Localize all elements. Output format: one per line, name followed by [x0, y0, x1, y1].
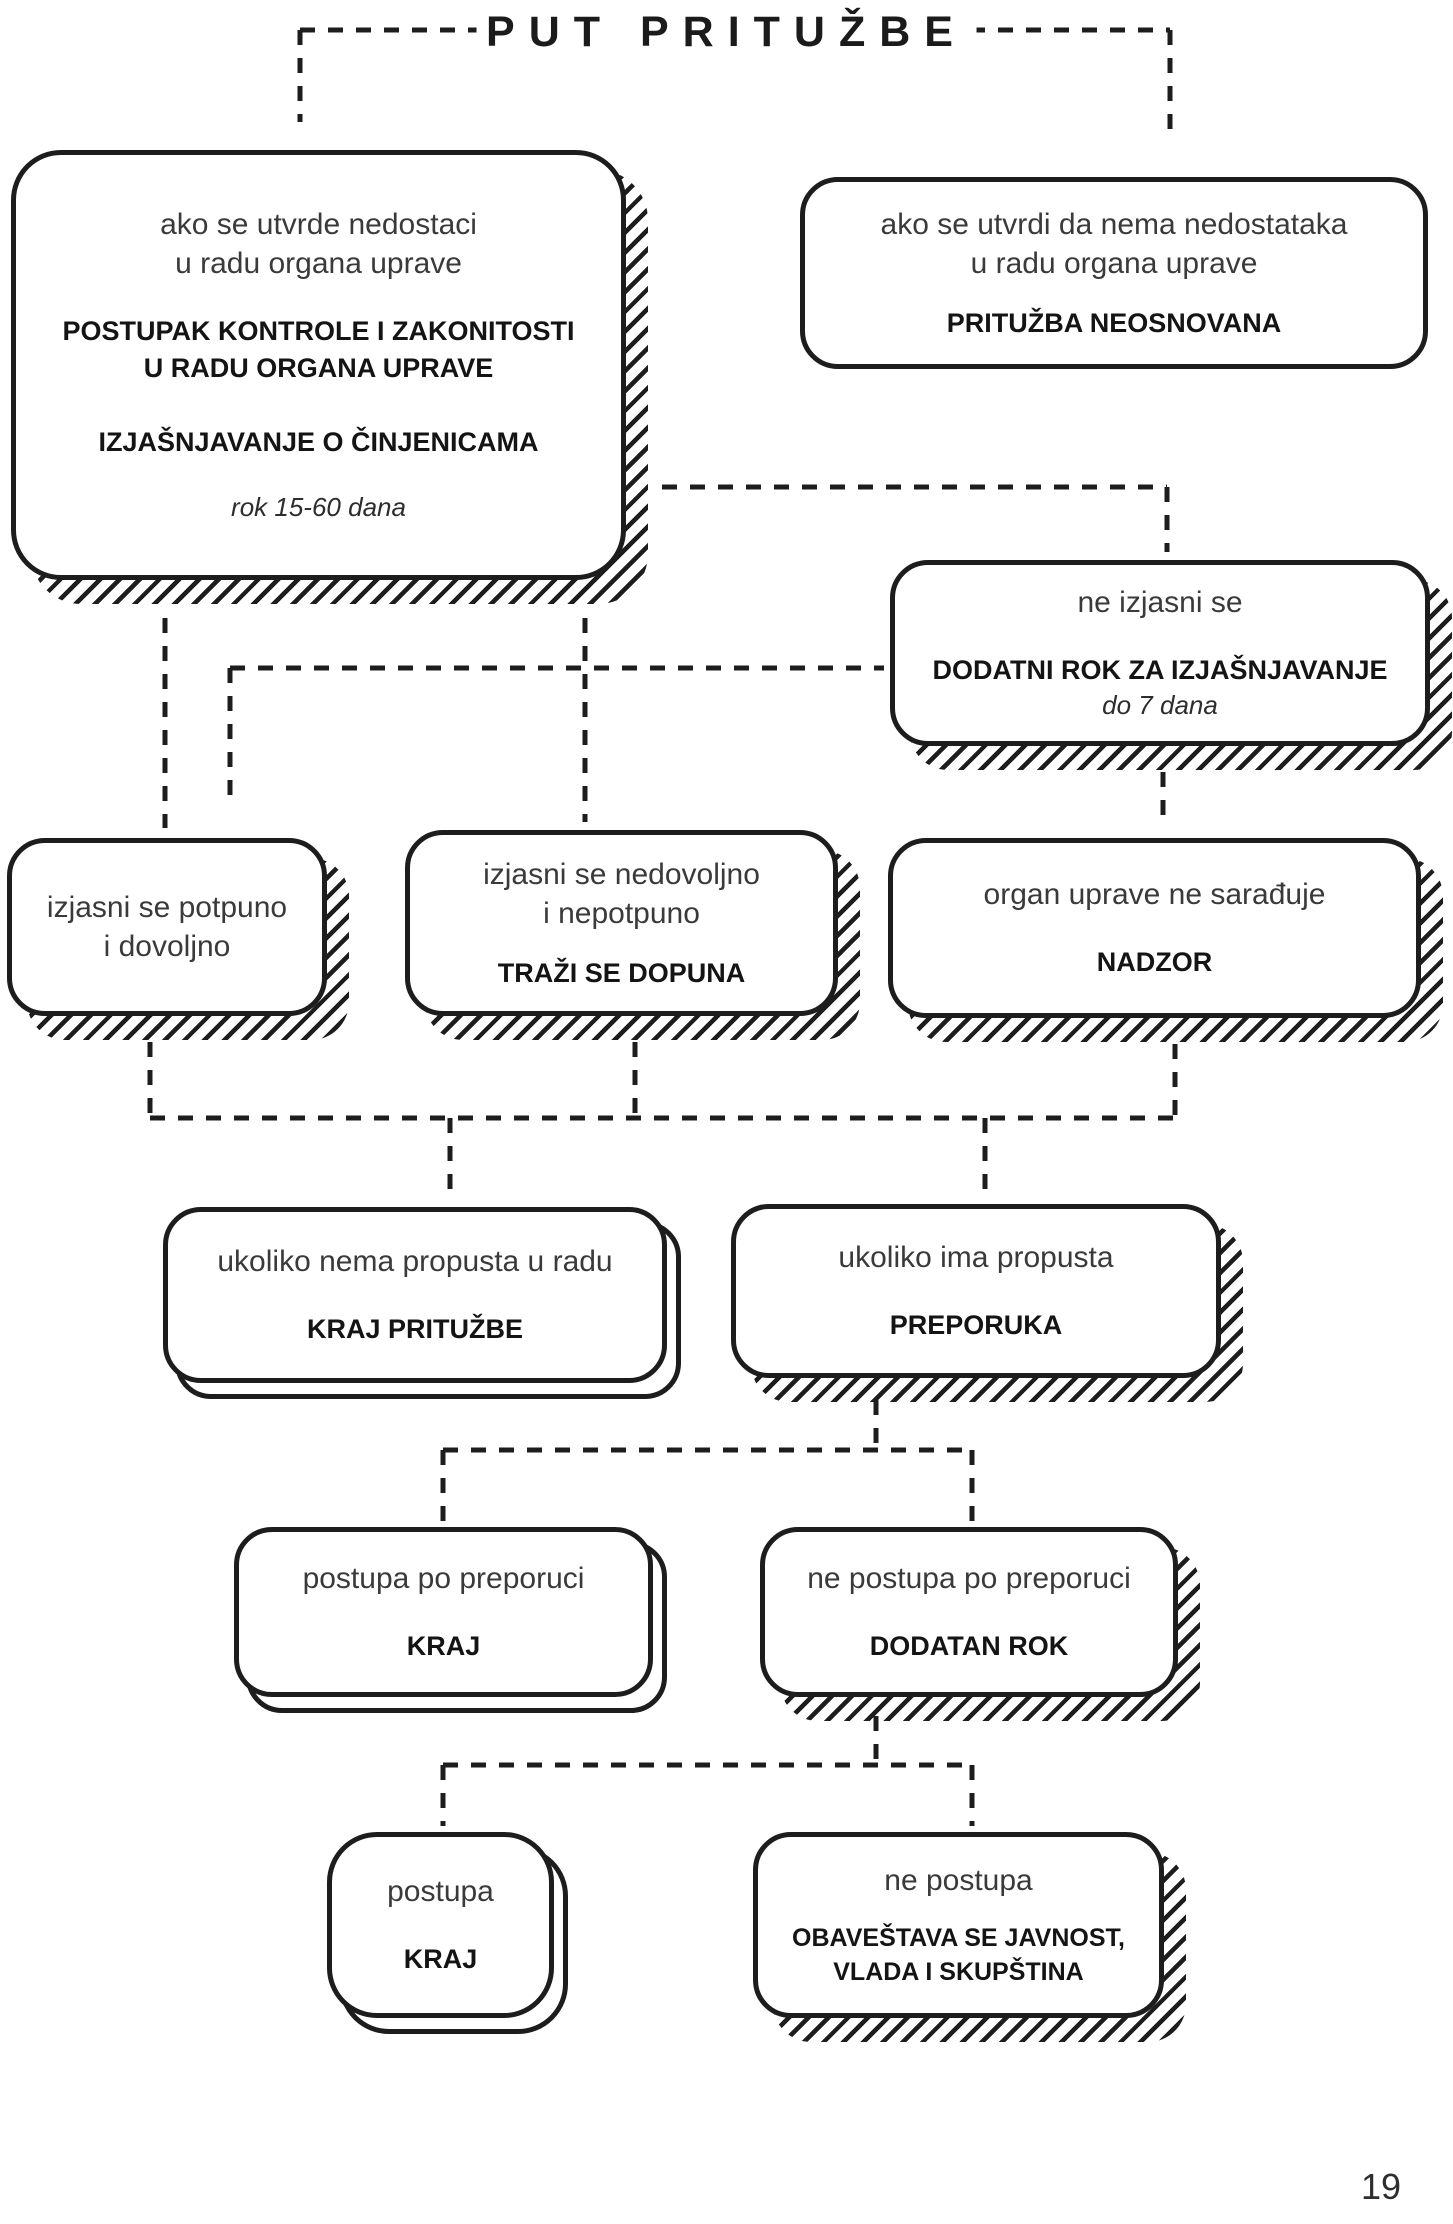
- condition-text: u radu organa uprave: [175, 247, 462, 281]
- node-body: ne postupa po preporuci DODATAN ROK: [760, 1527, 1178, 1697]
- node-body: ne postupa OBAVEŠTAVA SE JAVNOST, VLADA …: [753, 1832, 1164, 2018]
- condition-text: ukoliko ima propusta: [838, 1241, 1114, 1275]
- node-body: organ uprave ne sarađuje NADZOR: [888, 838, 1421, 1018]
- page-title: PUT PRITUŽBE: [476, 8, 977, 57]
- node-body: ako se utvrde nedostaci u radu organa up…: [11, 150, 626, 580]
- condition-text: ukoliko nema propusta u radu: [217, 1245, 613, 1279]
- node-body: postupa KRAJ: [327, 1832, 554, 2018]
- node-kraj-po-preporuci: postupa po preporuci KRAJ: [234, 1527, 667, 1713]
- action-text: POSTUPAK KONTROLE I ZAKONITOSTI: [62, 316, 575, 347]
- action-text: OBAVEŠTAVA SE JAVNOST,: [792, 1923, 1125, 1952]
- node-body: ako se utvrdi da nema nedostataka u radu…: [800, 177, 1428, 369]
- page-number: 19: [1360, 2166, 1401, 2207]
- node-body: ukoliko ima propusta PREPORUKA: [731, 1204, 1221, 1378]
- deadline-note: do 7 dana: [1102, 689, 1218, 720]
- node-body: postupa po preporuci KRAJ: [234, 1527, 653, 1697]
- node-postupak-kontrole: ako se utvrde nedostaci u radu organa up…: [11, 150, 648, 604]
- action-text: DODATAN ROK: [869, 1631, 1069, 1662]
- node-body: ne izjasni se DODATNI ROK ZA IZJAŠNJAVAN…: [890, 560, 1430, 746]
- action-text: KRAJ PRITUŽBE: [306, 1314, 523, 1345]
- condition-text: postupa: [387, 1875, 494, 1909]
- node-trazi-se-dopuna: izjasni se nedovoljno i nepotpuno TRAŽI …: [405, 830, 860, 1040]
- action-text: DODATNI ROK ZA IZJAŠNJAVANJE: [932, 655, 1388, 686]
- action-text: NADZOR: [1096, 947, 1213, 978]
- condition-text: postupa po preporuci: [302, 1562, 585, 1596]
- action-text: U RADU ORGANA UPRAVE: [143, 352, 494, 383]
- node-nadzor: organ uprave ne sarađuje NADZOR: [888, 838, 1443, 1042]
- action-text: KRAJ: [406, 1631, 481, 1662]
- node-kraj-konacno: postupa KRAJ: [327, 1832, 568, 2034]
- node-body: izjasni se potpuno i dovoljno: [7, 838, 327, 1016]
- action-text: PREPORUKA: [889, 1310, 1063, 1341]
- condition-text: izjasni se potpuno: [46, 891, 288, 924]
- condition-text: ne postupa po preporuci: [807, 1562, 1131, 1596]
- action-text: KRAJ: [403, 1944, 478, 1975]
- node-dodatni-rok-izjasnjavanje: ne izjasni se DODATNI ROK ZA IZJAŠNJAVAN…: [890, 560, 1452, 770]
- node-prituzba-neosnovana: ako se utvrdi da nema nedostataka u radu…: [800, 177, 1428, 369]
- condition-text: ne izjasni se: [1077, 586, 1243, 620]
- condition-text: izjasni se nedovoljno: [483, 857, 760, 891]
- action-text: PRITUŽBA NEOSNOVANA: [946, 307, 1282, 338]
- node-preporuka: ukoliko ima propusta PREPORUKA: [731, 1204, 1243, 1402]
- action-text: VLADA I SKUPŠTINA: [833, 1957, 1084, 1986]
- deadline-note: rok 15-60 dana: [231, 491, 406, 522]
- condition-text: organ uprave ne sarađuje: [983, 878, 1326, 912]
- condition-text: i dovoljno: [103, 930, 231, 963]
- condition-text: u radu organa uprave: [970, 246, 1258, 280]
- condition-text: ne postupa: [884, 1863, 1033, 1897]
- node-obavestavanje: ne postupa OBAVEŠTAVA SE JAVNOST, VLADA …: [753, 1832, 1186, 2042]
- node-dodatan-rok: ne postupa po preporuci DODATAN ROK: [760, 1527, 1200, 1721]
- node-izjasni-se-potpuno: izjasni se potpuno i dovoljno: [7, 838, 349, 1040]
- action-text: TRAŽI SE DOPUNA: [497, 957, 746, 988]
- condition-text: i nepotpuno: [543, 896, 700, 930]
- action-text: IZJAŠNJAVANJE O ČINJENICAMA: [98, 427, 539, 458]
- node-kraj-prituzbe: ukoliko nema propusta u radu KRAJ PRITUŽ…: [163, 1207, 681, 1399]
- node-body: ukoliko nema propusta u radu KRAJ PRITUŽ…: [163, 1207, 667, 1383]
- node-body: izjasni se nedovoljno i nepotpuno TRAŽI …: [405, 830, 838, 1016]
- condition-text: ako se utvrde nedostaci: [160, 208, 477, 242]
- condition-text: ako se utvrdi da nema nedostataka: [880, 207, 1348, 241]
